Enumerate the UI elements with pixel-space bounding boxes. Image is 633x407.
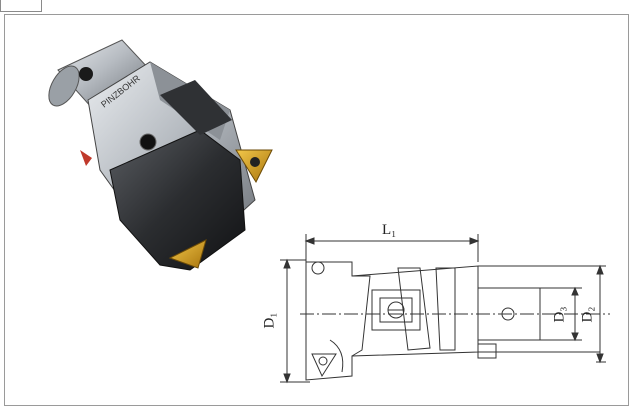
dim-label-d1: D₁ bbox=[261, 312, 278, 329]
dim-label-l1: L₁ bbox=[382, 222, 397, 238]
dim-label-d2: D₂ bbox=[579, 306, 596, 323]
tab-stub bbox=[0, 0, 42, 12]
dim-label-d3: D₃ bbox=[551, 306, 568, 323]
